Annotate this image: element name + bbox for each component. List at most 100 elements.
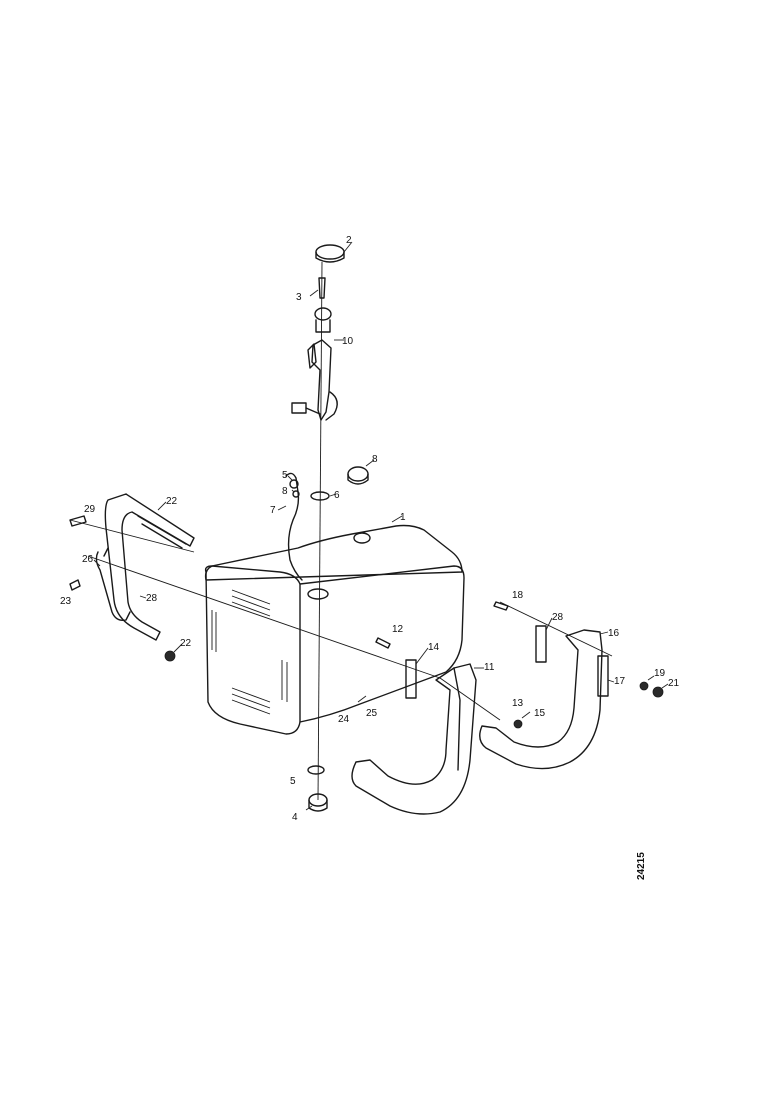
callout-21: 21 [668, 678, 680, 689]
assembly-axis-vertical [317, 261, 323, 801]
callout-17: 17 [614, 676, 626, 687]
leader-28b [545, 617, 553, 631]
left-bracket-assembly [69, 493, 195, 662]
front-bracket-assembly [351, 637, 477, 815]
tank-rib-upper [231, 589, 271, 617]
leader-28a [139, 595, 147, 599]
callout-8-cap: 8 [372, 454, 378, 465]
part-bolt-29 [69, 515, 87, 527]
part-bolt-23 [69, 579, 81, 591]
callout-1: 1 [400, 512, 406, 523]
drawing-number: 24215 [636, 852, 647, 880]
part-front-bracket-edge [453, 667, 461, 771]
callout-6: 6 [334, 490, 340, 501]
part-hose [285, 472, 303, 581]
leader-1 [391, 515, 403, 523]
part-pin [318, 277, 326, 299]
part-sender-top [314, 307, 332, 321]
callout-3: 3 [296, 292, 302, 303]
callout-29: 29 [84, 504, 96, 515]
leader-15 [521, 711, 531, 719]
callout-2: 2 [346, 235, 352, 246]
callout-14: 14 [428, 642, 440, 653]
part-gasket [310, 491, 330, 501]
tank-sender-port [353, 532, 371, 544]
part-plate-17 [597, 655, 609, 697]
callout-22-nut: 22 [180, 638, 192, 649]
leader-8b [365, 459, 375, 467]
fuel-tank [204, 524, 465, 735]
tank-rib-right [281, 660, 288, 702]
leader-21 [661, 683, 669, 689]
axis-bolt-13 [439, 677, 501, 721]
leader-7 [277, 505, 287, 511]
callout-22: 22 [166, 496, 178, 507]
leader-6 [329, 493, 337, 497]
part-sender-neck [315, 319, 331, 333]
axis-front-bracket [87, 555, 441, 679]
tank-side-face [299, 565, 465, 723]
leader-17 [607, 679, 615, 683]
part-cap-side [315, 251, 345, 263]
callout-16: 16 [608, 628, 620, 639]
leader-2 [343, 241, 353, 253]
callout-labels: 2 3 10 5 8 6 7 8 1 29 22 26 28 23 22 12 … [60, 235, 680, 823]
leader-4 [305, 805, 313, 811]
rear-bracket-assembly [479, 601, 664, 770]
part-nut-22 [164, 650, 176, 662]
part-filler-cap-side [347, 473, 369, 485]
callout-25: 25 [366, 708, 378, 719]
callout-28: 28 [146, 593, 158, 604]
callout-5: 5 [282, 470, 288, 481]
callout-5-drain: 5 [290, 776, 296, 787]
part-plate-14 [405, 659, 417, 699]
leader-22b [173, 643, 183, 653]
part-plate-28 [535, 625, 547, 663]
leader-5a [287, 475, 293, 481]
tank-front-face [204, 565, 301, 735]
tank-rib-left [211, 610, 217, 652]
leader-16 [599, 631, 609, 635]
part-strap-rear [104, 493, 195, 641]
part-clamp-upper [289, 479, 299, 489]
part-nut-21 [652, 686, 664, 698]
part-float-rod [305, 407, 321, 415]
filler-fittings [285, 466, 369, 581]
part-clamp-lower [292, 490, 300, 498]
part-drain-washer [307, 765, 325, 775]
callout-23: 23 [60, 596, 72, 607]
part-bolt-12 [375, 637, 391, 649]
leader-lines [93, 241, 669, 811]
callout-18: 18 [512, 590, 524, 601]
callout-26: 26 [82, 554, 94, 565]
axis-rear-bracket [69, 519, 195, 553]
callout-10: 10 [342, 336, 354, 347]
callout-24: 24 [338, 714, 350, 725]
leader-22a [157, 501, 167, 511]
part-filler-cap [347, 466, 369, 482]
part-sender-body [311, 339, 332, 421]
callout-8: 8 [282, 486, 288, 497]
part-strap-slots [137, 515, 187, 549]
leader-19 [647, 675, 655, 681]
part-nut-13 [513, 719, 523, 729]
leader-26 [93, 559, 101, 567]
part-cap [315, 244, 345, 260]
axis-bolt-18 [499, 601, 613, 657]
drain-parts [307, 765, 328, 812]
leader-14 [415, 647, 429, 665]
tank-top-face [204, 524, 463, 581]
mounting-axes [69, 519, 613, 721]
sender-unit-assembly [291, 244, 345, 801]
callout-13: 13 [512, 698, 524, 709]
tank-rib-lower [231, 687, 271, 715]
callout-28-rear: 28 [552, 612, 564, 623]
leader-3 [309, 289, 319, 297]
callout-4: 4 [292, 812, 298, 823]
callout-15: 15 [534, 708, 546, 719]
part-sender-arm [325, 391, 338, 421]
part-sender-float [291, 402, 307, 414]
part-bolt-18 [493, 601, 509, 611]
